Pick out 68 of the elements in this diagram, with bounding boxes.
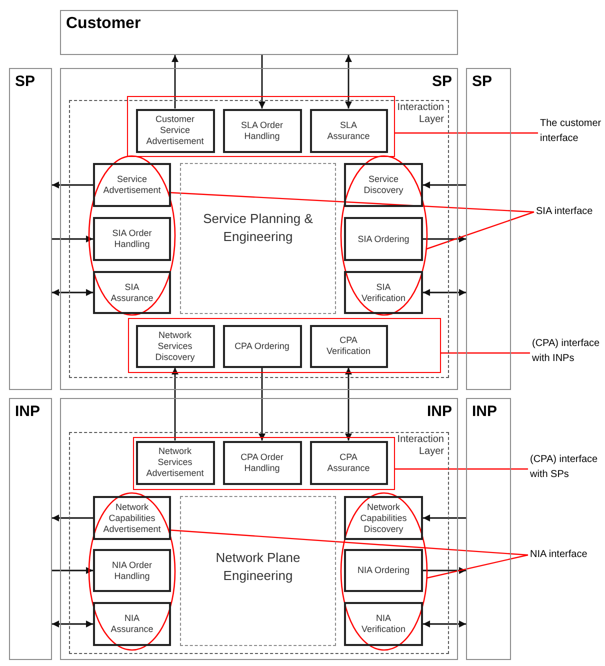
interface-label: (CPA) interface with SPs [530, 452, 605, 486]
function-box: NIA Assurance [93, 602, 171, 646]
arrow [172, 55, 178, 108]
function-box: Network Services Advertisement [136, 440, 214, 484]
arrow [52, 567, 93, 574]
function-box: CPA Assurance [310, 440, 388, 484]
function-box: CPA Ordering [222, 324, 302, 368]
function-box: SIA Order Handling [93, 217, 171, 261]
function-box: NIA Verification [344, 602, 423, 646]
panel-title: SP [432, 73, 452, 90]
function-box: Network Capabilities Discovery [344, 496, 423, 540]
function-box: SLA Order Handling [222, 108, 302, 152]
leader-line [441, 352, 530, 354]
highlight-frame [133, 437, 395, 490]
interaction-layer-frame [69, 432, 449, 654]
arrow [172, 368, 178, 440]
function-box: Service Discovery [344, 163, 423, 207]
function-box: SIA Verification [344, 271, 423, 314]
engineering-box: Network Plane Engineering [180, 496, 336, 646]
arrow [52, 182, 93, 188]
panel-title: INP [426, 403, 452, 420]
arrow [423, 567, 466, 574]
arrow [423, 236, 466, 242]
function-box: NIA Ordering [344, 549, 423, 592]
customer-panel: Customer [60, 10, 458, 55]
arrow [258, 55, 266, 108]
arrow [52, 620, 93, 628]
arrow [52, 236, 93, 242]
leader-line [168, 192, 534, 213]
function-box: NIA Order Handling [93, 549, 171, 592]
arrow [345, 368, 352, 440]
arrow [345, 55, 352, 108]
leader-line [168, 529, 528, 556]
arrow [423, 514, 466, 522]
layer-panel [60, 68, 458, 390]
leader-line [395, 132, 538, 134]
function-box: Customer Service Advertisement [136, 108, 214, 152]
layer-panel: INP [9, 398, 52, 660]
function-box: CPA Order Handling [222, 440, 302, 484]
leader-line [395, 468, 528, 470]
function-box: SIA Ordering [344, 217, 423, 261]
arrow [258, 368, 266, 440]
interface-label: (CPA) interface with INPs [532, 336, 605, 370]
arrow [423, 289, 466, 296]
leader-line [426, 554, 528, 579]
layer-title: Interaction Layer [396, 102, 444, 126]
highlight-frame [128, 318, 441, 373]
arrow [423, 620, 466, 628]
highlight-frame [127, 96, 395, 157]
function-box: Network Services Discovery [136, 324, 214, 368]
function-box: Service Advertisement [93, 163, 171, 207]
function-box: Network Capabilities Advertisement [93, 496, 171, 540]
layer-title: Interaction Layer [396, 434, 444, 458]
function-box: SLA Assurance [310, 108, 388, 152]
function-box: SIA Assurance [93, 271, 171, 314]
leader-line [426, 211, 534, 250]
interface-label: SIA interface [536, 204, 604, 220]
arrow [52, 289, 93, 296]
layer-panel: INP [466, 398, 511, 660]
interface-label: The customer interface [540, 116, 604, 150]
engineering-box: Service Planning & Engineering [180, 163, 336, 314]
function-box: CPA Verification [310, 324, 388, 368]
interface-label: NIA interface [530, 547, 602, 563]
arrow [423, 182, 466, 188]
arrow [52, 514, 93, 522]
layer-panel [60, 398, 458, 660]
layer-panel: SP [466, 68, 511, 390]
layer-panel: SP [9, 68, 52, 390]
